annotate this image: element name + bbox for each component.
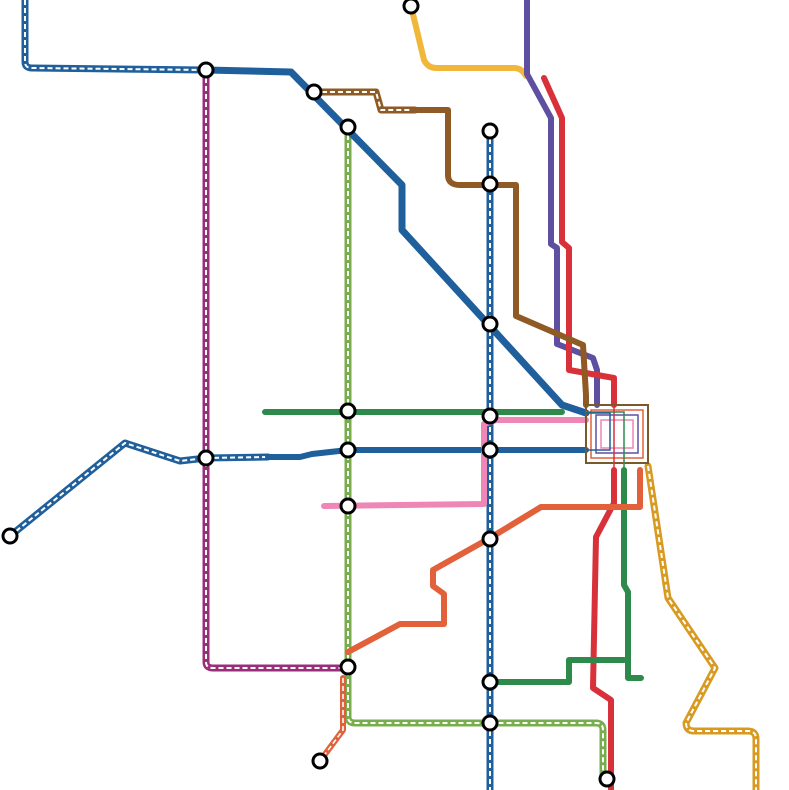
downtown-loop xyxy=(585,404,649,470)
station[interactable] xyxy=(598,770,616,788)
station[interactable] xyxy=(197,449,215,467)
lightgreen-line xyxy=(344,123,607,783)
green-line xyxy=(262,409,644,685)
station[interactable] xyxy=(311,752,329,770)
brown-branch-line xyxy=(310,88,419,114)
brown-line xyxy=(412,107,589,408)
station[interactable] xyxy=(481,673,499,691)
station[interactable] xyxy=(339,497,357,515)
red-line xyxy=(541,75,617,790)
station[interactable] xyxy=(481,714,499,732)
station[interactable] xyxy=(481,315,499,333)
station[interactable] xyxy=(481,407,499,425)
magenta-line xyxy=(202,66,352,672)
station[interactable] xyxy=(339,441,357,459)
station[interactable] xyxy=(339,402,357,420)
station[interactable] xyxy=(339,658,357,676)
blue-main-line xyxy=(202,66,590,417)
station[interactable] xyxy=(339,118,357,136)
station[interactable] xyxy=(481,530,499,548)
pink-line xyxy=(321,417,589,509)
blue-west-line xyxy=(265,447,589,460)
station[interactable] xyxy=(481,441,499,459)
stations xyxy=(1,0,616,788)
station[interactable] xyxy=(1,527,19,545)
station[interactable] xyxy=(481,122,499,140)
station[interactable] xyxy=(481,175,499,193)
station[interactable] xyxy=(402,0,420,15)
orange-line xyxy=(345,467,643,655)
yellow-line xyxy=(408,3,529,79)
blue-northwest-line xyxy=(21,0,210,74)
orange-south-branch xyxy=(317,675,346,764)
station[interactable] xyxy=(197,61,215,79)
blue-southwest-line xyxy=(6,439,272,540)
station[interactable] xyxy=(305,83,323,101)
purple-line xyxy=(524,0,600,408)
gold-line xyxy=(644,462,760,790)
